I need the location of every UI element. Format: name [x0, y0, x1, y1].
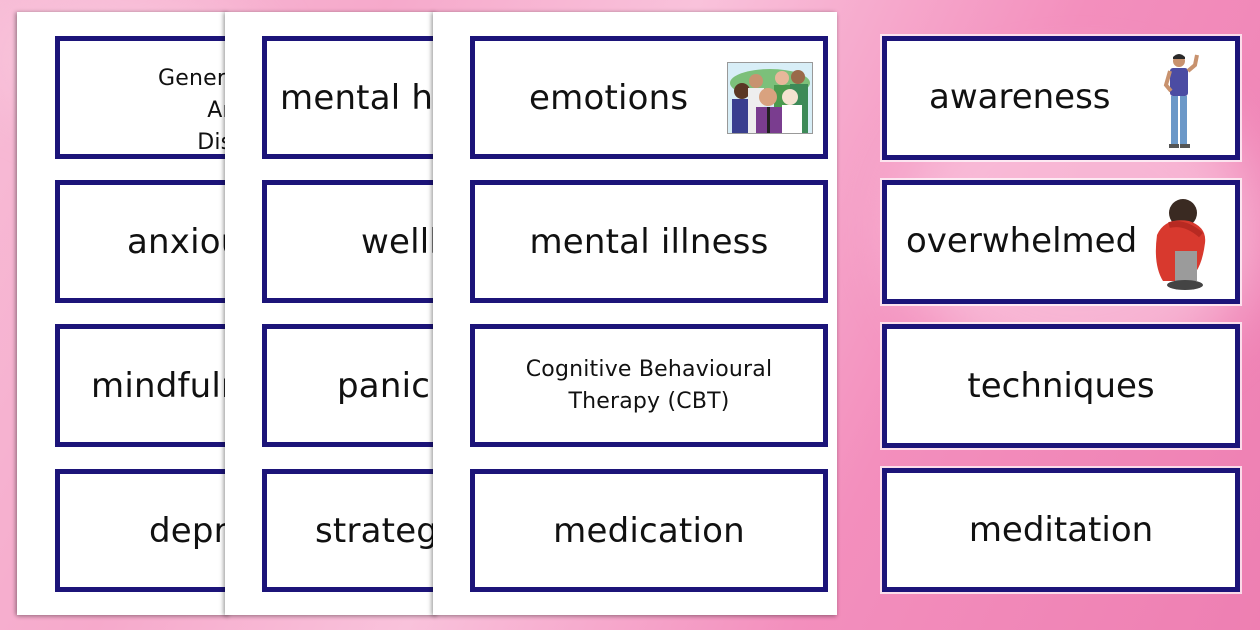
card-word: mindfulness — [91, 365, 229, 406]
card-word: wellbeing — [361, 221, 437, 262]
card-word: awareness — [929, 77, 1111, 117]
card-word: mental illness — [529, 221, 769, 262]
word-card-mental-illness: mental illness — [470, 180, 828, 303]
standing-person-icon — [1161, 51, 1211, 151]
card-word: overwhelmed — [906, 221, 1138, 261]
card-word: techniques — [967, 366, 1155, 406]
worksheet-page-1: Generalised Anxiety Disorder anxious min… — [17, 12, 229, 615]
group-of-people-icon — [727, 62, 813, 134]
word-card-cbt: Cognitive Behavioural Therapy (CBT) — [470, 324, 828, 447]
word-card-techniques: techniques — [882, 324, 1240, 448]
card-word: emotions — [529, 77, 689, 118]
card-word: strategies — [315, 510, 437, 551]
worksheet-page-3: emotions mental illness Cognitive Behavi… — [433, 12, 837, 615]
card-word: Cognitive Behavioural Therapy (CBT) — [525, 356, 773, 414]
word-card-overwhelmed: overwhelmed — [882, 180, 1240, 304]
card-word: depression — [149, 510, 229, 551]
crouching-person-icon — [1145, 195, 1215, 295]
card-word: mental health — [280, 77, 437, 118]
word-card-meditation: meditation — [882, 468, 1240, 592]
word-card-depression: depression — [55, 469, 229, 592]
card-word: Generalised Anxiety Disorder — [158, 66, 229, 155]
word-card-mindfulness: mindfulness — [55, 324, 229, 447]
word-card-anxious: anxious — [55, 180, 229, 303]
card-word: anxious — [127, 221, 229, 262]
word-card-awareness: awareness — [882, 36, 1240, 160]
worksheet-page-2: mental health wellbeing panic strategies — [225, 12, 437, 615]
word-card-mental-health: mental health — [262, 36, 437, 159]
word-card-wellbeing: wellbeing — [262, 180, 437, 303]
card-word: meditation — [968, 510, 1154, 550]
word-card-generalised-anxiety-disorder: Generalised Anxiety Disorder — [55, 36, 229, 159]
word-card-medication: medication — [470, 469, 828, 592]
word-card-panic: panic — [262, 324, 437, 447]
card-word: medication — [553, 510, 745, 551]
word-card-strategies: strategies — [262, 469, 437, 592]
word-card-emotions: emotions — [470, 36, 828, 159]
card-word: panic — [337, 365, 431, 406]
